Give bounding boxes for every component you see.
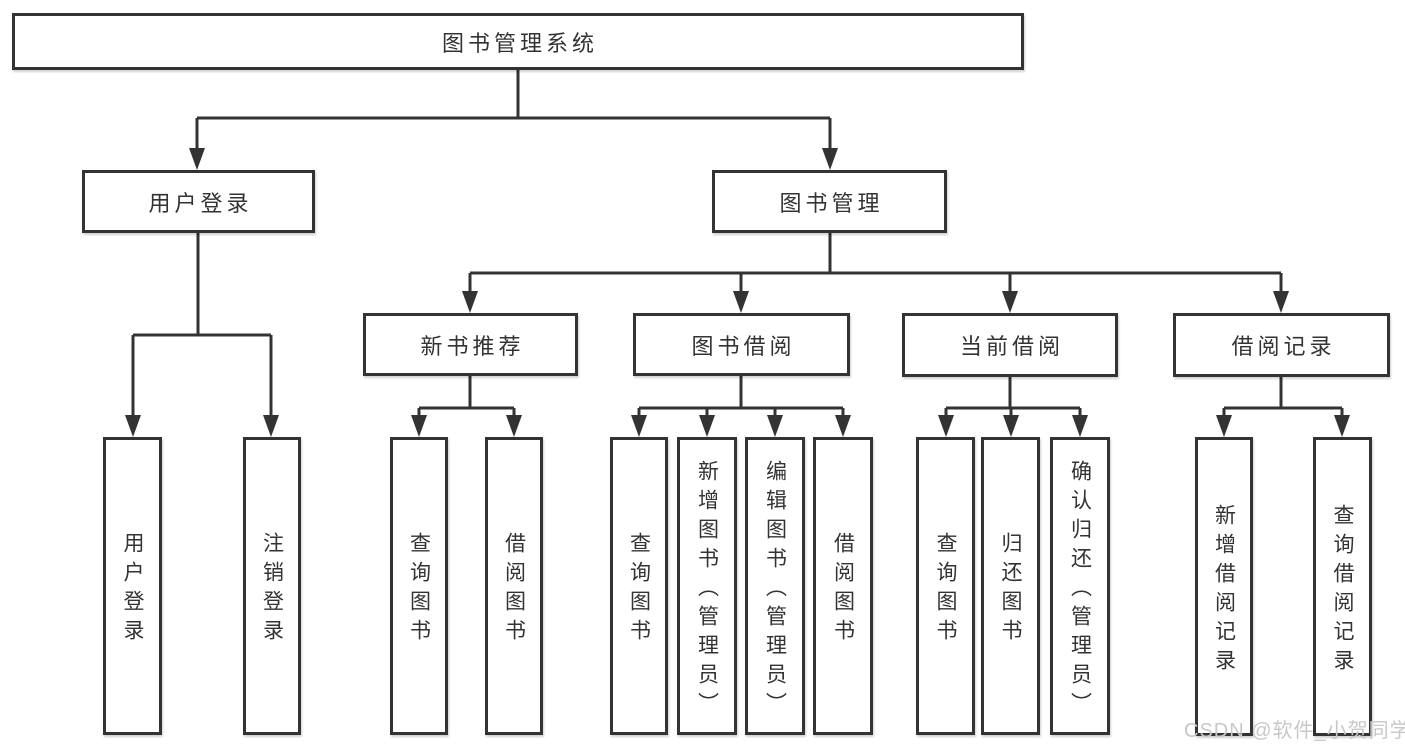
node-current-borrowing-label: 当前借阅 — [959, 334, 1064, 359]
leaf-recommend-borrow-book: 借阅图书 — [485, 437, 543, 735]
leaf-logout-label: 注销登录 — [260, 532, 284, 648]
node-borrow-records: 借阅记录 — [1173, 313, 1390, 377]
node-new-book-recommend-label: 新书推荐 — [420, 333, 525, 359]
leaf-current-return-book-label: 归还图书 — [999, 532, 1022, 648]
node-system-root: 图书管理系统 — [12, 13, 1024, 70]
node-user-login: 用户登录 — [82, 170, 315, 233]
leaf-borrowing-query-book: 查询图书 — [610, 437, 668, 735]
leaf-recommend-query-book-label: 查询图书 — [407, 532, 431, 648]
leaf-current-confirm-return-admin-label: 确认归还（管理员） — [1068, 459, 1092, 721]
csdn-watermark: CSDN @软件_小贺同学 — [1184, 720, 1405, 742]
leaf-borrowing-edit-book-admin: 编辑图书（管理员） — [745, 437, 805, 735]
leaf-user-login: 用户登录 — [103, 437, 162, 735]
leaf-borrowing-borrow-book: 借阅图书 — [813, 437, 873, 735]
leaf-borrowing-add-book-admin: 新增图书（管理员） — [677, 437, 737, 735]
leaf-logout: 注销登录 — [243, 437, 301, 735]
leaf-recommend-borrow-book-label: 借阅图书 — [502, 532, 526, 648]
node-new-book-recommend: 新书推荐 — [363, 313, 578, 376]
leaf-borrowing-query-book-label: 查询图书 — [627, 532, 651, 648]
leaf-user-login-label: 用户登录 — [121, 532, 144, 648]
leaf-records-add-record-label: 新增借阅记录 — [1212, 503, 1236, 678]
leaf-current-query-book: 查询图书 — [916, 437, 975, 735]
leaf-borrowing-borrow-book-label: 借阅图书 — [831, 532, 855, 648]
node-user-login-label: 用户登录 — [148, 190, 253, 216]
node-borrow-records-label: 借阅记录 — [1231, 334, 1336, 359]
node-current-borrowing: 当前借阅 — [902, 313, 1118, 377]
leaf-current-return-book: 归还图书 — [981, 437, 1040, 735]
leaf-current-confirm-return-admin: 确认归还（管理员） — [1050, 437, 1110, 735]
leaf-borrowing-edit-book-admin-label: 编辑图书（管理员） — [763, 459, 787, 721]
leaf-current-query-book-label: 查询图书 — [934, 532, 957, 648]
leaf-records-add-record: 新增借阅记录 — [1195, 437, 1253, 736]
leaf-recommend-query-book: 查询图书 — [390, 437, 448, 735]
node-book-management-label: 图书管理 — [779, 190, 884, 216]
node-system-root-label: 图书管理系统 — [441, 30, 598, 56]
node-book-borrowing: 图书借阅 — [633, 313, 850, 376]
connector-lines — [131, 70, 1344, 419]
node-book-management: 图书管理 — [712, 170, 947, 233]
leaf-records-query-record: 查询借阅记录 — [1313, 437, 1372, 736]
leaf-borrowing-add-book-admin-label: 新增图书（管理员） — [695, 459, 719, 721]
node-book-borrowing-label: 图书借阅 — [691, 333, 796, 359]
leaf-records-query-record-label: 查询借阅记录 — [1331, 503, 1354, 678]
arrow-down-icons — [125, 148, 1350, 437]
